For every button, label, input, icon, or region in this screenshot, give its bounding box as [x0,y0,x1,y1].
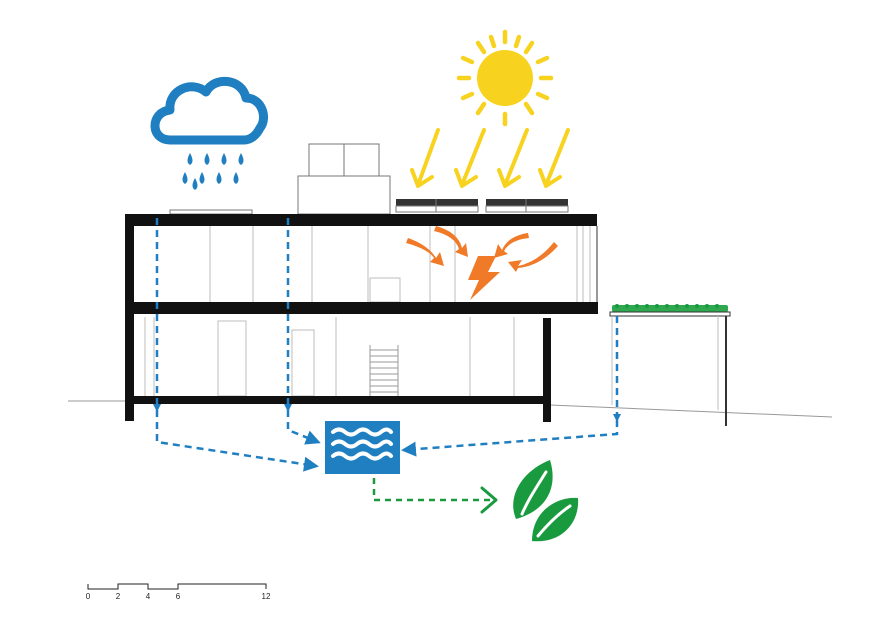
rain-cloud-icon [150,76,268,190]
sun-icon [456,29,554,127]
lightning-bolt-icon [468,256,500,300]
solar-panels [395,199,569,213]
ground-line [68,400,833,418]
green-roof [609,304,731,426]
energy-arrows [406,226,558,272]
rooftop-units [169,143,391,215]
scale-tick-12: 12 [262,592,271,601]
upper-floor-partitions [209,226,591,303]
leaves-icon [513,460,579,542]
water-tank-icon [325,421,400,474]
scale-bar: 0 2 4 6 12 [86,583,271,601]
rainwater-flow-lines [155,218,619,472]
downspout-arrowheads [153,404,621,422]
building-section [125,143,731,426]
scale-tick-2: 2 [116,592,121,601]
scale-tick-6: 6 [176,592,181,601]
irrigation-flow-line [372,478,498,514]
lower-floor-partitions [144,317,515,397]
scale-tick-0: 0 [86,592,91,601]
stair [369,345,399,396]
raindrops [182,153,244,190]
structural-frame [125,214,598,422]
scale-tick-4: 4 [146,592,151,601]
sunlight-arrows [410,128,570,188]
